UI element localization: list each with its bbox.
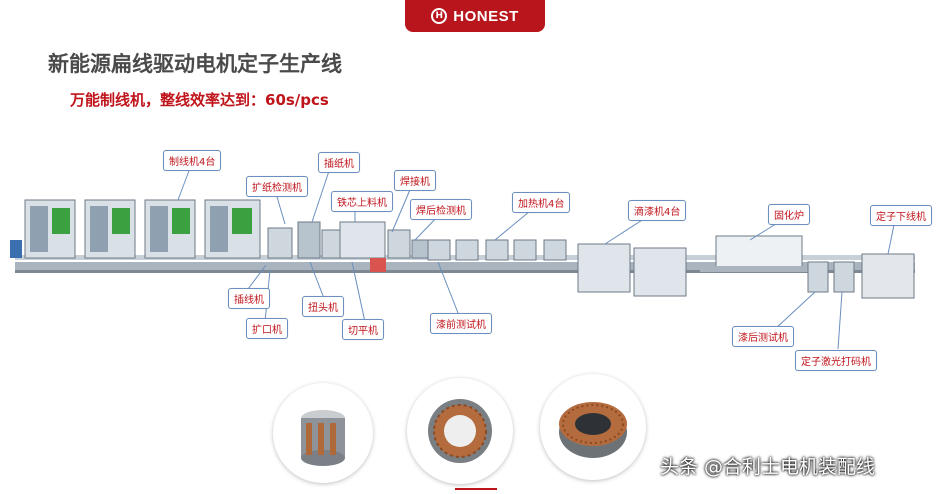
callout-pre-paint-tester: 漆前测试机 <box>430 313 492 334</box>
stator-end-view-icon <box>428 399 492 463</box>
page-indicator <box>455 488 497 490</box>
winding-machine <box>144 199 196 259</box>
winding-machine-group <box>10 199 261 259</box>
callout-stator-unloader: 定子下线机 <box>870 205 932 226</box>
callout-cutter: 切平机 <box>342 319 384 340</box>
winding-machine <box>10 199 76 259</box>
stator-winding-icon <box>559 402 627 458</box>
callout-twister: 扭头机 <box>302 296 344 317</box>
callout-curing-oven: 固化炉 <box>768 204 810 225</box>
curing-oven <box>700 235 810 272</box>
winding-machine <box>204 199 261 259</box>
page-subtitle: 万能制线机，整线效率达到：60s/pcs <box>70 91 329 109</box>
honest-logo-icon: H <box>431 8 448 24</box>
brand-name: HONEST <box>453 7 519 25</box>
brand-logo: H HONEST <box>405 0 545 32</box>
product-circle-end-view <box>407 378 513 484</box>
dripping-stations <box>577 243 687 297</box>
end-stations <box>807 253 915 299</box>
forming-stations <box>267 221 429 272</box>
heating-stations <box>427 239 567 261</box>
callout-expander: 扩口机 <box>246 318 288 339</box>
callout-paper-expand-tester: 扩纸检测机 <box>246 176 308 197</box>
callout-paper-inserter: 插纸机 <box>318 152 360 173</box>
callout-welder: 焊接机 <box>394 170 436 191</box>
callout-post-weld-tester: 焊后检测机 <box>410 199 472 220</box>
product-circle-core <box>273 383 373 483</box>
callout-dripper: 滴漆机4台 <box>628 200 687 221</box>
callout-post-paint-tester: 漆后测试机 <box>732 326 794 347</box>
stator-core-icon <box>301 410 345 466</box>
callout-wire-inserter: 插线机 <box>228 288 270 309</box>
callout-laser-marker: 定子激光打码机 <box>795 350 877 371</box>
watermark: 头条 @合利士电机装配线 <box>660 456 876 478</box>
callout-heater: 加热机4台 <box>512 192 571 213</box>
product-circle-winding <box>540 374 646 480</box>
winding-machine <box>84 199 136 259</box>
callout-wire-forming: 制线机4台 <box>163 150 222 171</box>
page-title: 新能源扁线驱动电机定子生产线 <box>48 52 342 76</box>
callout-core-loader: 铁芯上料机 <box>331 191 393 212</box>
